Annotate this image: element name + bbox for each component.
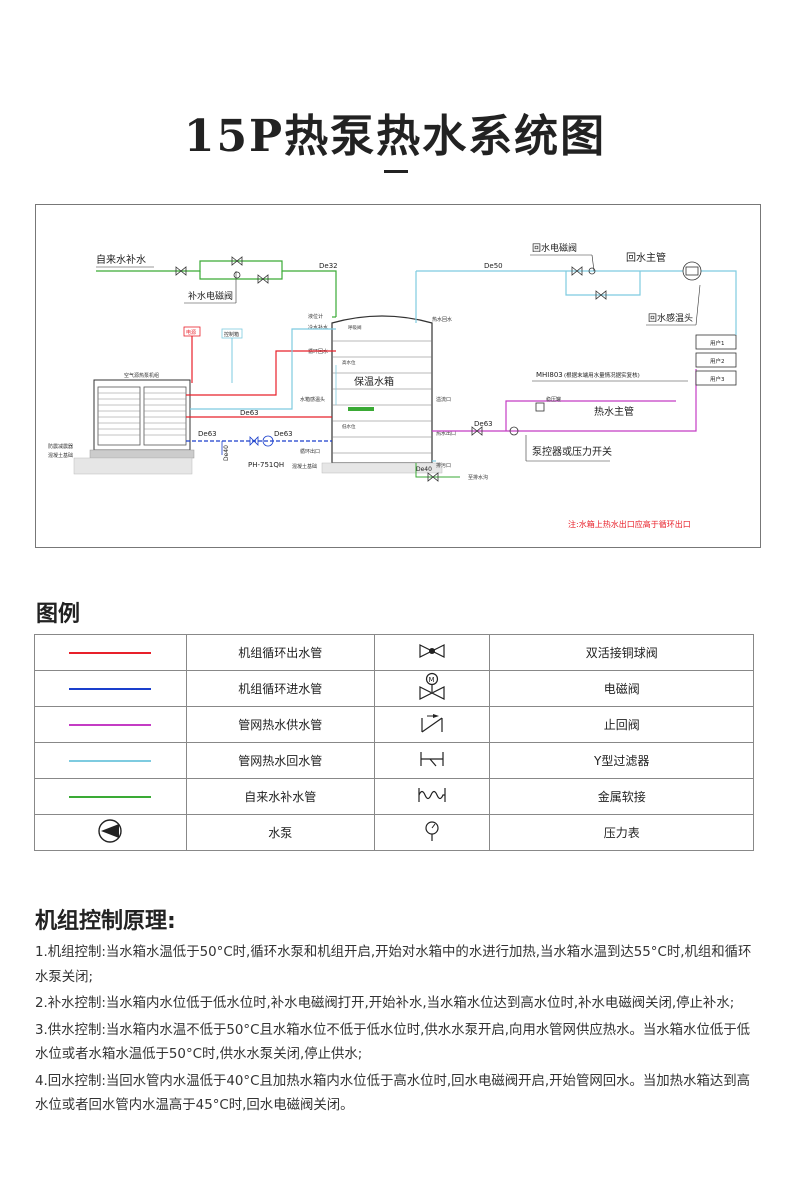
check-valve-icon bbox=[421, 714, 443, 733]
makeup-solenoid-label: 补水电磁阀 bbox=[188, 290, 233, 302]
user-outlets bbox=[695, 334, 737, 386]
anti-vibration-label: 防震减震器 bbox=[48, 443, 73, 450]
svg-text:M: M bbox=[428, 676, 434, 684]
return-main-label: 回水主管 bbox=[626, 251, 666, 264]
legend-row: 管网热水供水管 止回阀 bbox=[34, 706, 754, 743]
pump-controller-label: 泵控器或压力开关 bbox=[532, 445, 612, 458]
storage-tank bbox=[321, 315, 443, 474]
principle-item: 4.回水控制:当回水管内水温低于40°C且加热水箱内水位低于高水位时,回水电磁阀… bbox=[35, 1073, 751, 1114]
hot-outlet-label: 热水出口 bbox=[436, 430, 456, 437]
user2-label: 用户2 bbox=[710, 357, 725, 365]
legend-heading: 图例 bbox=[36, 602, 81, 627]
tank-label: 保温水箱 bbox=[354, 375, 394, 388]
low-level-label: 低水位 bbox=[342, 423, 356, 430]
legend-line-label: 自来水补水管 bbox=[185, 778, 375, 815]
user3-label: 用户3 bbox=[710, 375, 725, 383]
tap-water-label: 自来水补水 bbox=[96, 253, 146, 266]
legend-line-label: 管网热水回水管 bbox=[185, 742, 375, 779]
legend-symbol-label: 电磁阀 bbox=[489, 670, 754, 707]
pump-model-label: PH-751QH bbox=[248, 461, 284, 469]
pump-icon bbox=[98, 819, 123, 843]
relief-label: 呼吸阀 bbox=[348, 324, 362, 331]
return-solenoid-label: 回水电磁阀 bbox=[532, 242, 577, 254]
flexible-joint-icon bbox=[418, 788, 446, 802]
legend-row: 水泵 压力表 bbox=[34, 814, 754, 851]
legend-row: 自来水补水管 金属软接 bbox=[34, 778, 754, 815]
hot-return-label: 热水回水 bbox=[432, 316, 452, 323]
level-gauge-label: 液位计 bbox=[308, 313, 323, 320]
double-ball-valve-icon bbox=[419, 644, 445, 658]
legend-row: 管网热水回水管 Y型过滤器 bbox=[34, 742, 754, 779]
de32-label: De32 bbox=[319, 262, 338, 270]
foundation-b-label: 混凝土基础 bbox=[292, 463, 317, 470]
principle-item: 3.供水控制:当水箱内水温不低于50°C且水箱水位不低于低水位时,供水水泵开启,… bbox=[35, 1022, 751, 1063]
power-label: 电源 bbox=[186, 329, 196, 336]
mhi-model-label: MHI803 bbox=[536, 371, 563, 379]
return-temp-label: 回水感温头 bbox=[648, 312, 693, 324]
principles-list: 1.机组控制:当水箱水温低于50°C时,循环水泵和机组开启,开始对水箱中的水进行… bbox=[35, 941, 760, 1121]
principle-item: 2.补水控制:当水箱内水位低于低水位时,补水电磁阀打开,开始补水,当水箱水位达到… bbox=[35, 996, 735, 1011]
tank-temp-sensor-label: 水箱感温头 bbox=[300, 396, 325, 403]
principles-heading: 机组控制原理: bbox=[35, 909, 176, 934]
high-level-label: 高水位 bbox=[342, 359, 356, 366]
controller-label: 控制箱 bbox=[224, 331, 239, 338]
green-pipe-swatch bbox=[69, 796, 152, 798]
user1-label: 用户1 bbox=[710, 339, 725, 347]
y-filter-icon bbox=[420, 752, 444, 767]
system-diagram: 空气源热泵机组 防震减震器 混凝土基础 电源 控制箱 保温水箱 呼吸阀 高水位 … bbox=[35, 204, 761, 548]
de63-d-label: De63 bbox=[474, 420, 493, 428]
page-title: 15P热泵热水系统图 bbox=[183, 111, 607, 162]
magenta-pipe-swatch bbox=[69, 724, 152, 726]
legend-row: 机组循环出水管 双活接铜球阀 bbox=[34, 634, 754, 671]
legend-line-label: 机组循环进水管 bbox=[185, 670, 375, 707]
de40-b-label: De40 bbox=[416, 466, 432, 473]
de50-label: De50 bbox=[484, 262, 503, 270]
principle-item: 1.机组控制:当水箱水温低于50°C时,循环水泵和机组开启,开始对水箱中的水进行… bbox=[35, 945, 752, 985]
solenoid-valve-icon: M bbox=[419, 672, 445, 700]
legend-line-label: 机组循环出水管 bbox=[185, 634, 375, 671]
de63-a-label: De63 bbox=[240, 409, 259, 417]
legend-symbol-label: Y型过滤器 bbox=[489, 742, 754, 779]
title-underline bbox=[384, 170, 408, 173]
de40-a-label: De40 bbox=[223, 445, 230, 461]
overflow-label: 溢流口 bbox=[436, 396, 451, 403]
cold-makeup-label: 冷水补水 bbox=[308, 324, 328, 331]
heat-pump-unit-label: 空气源热泵机组 bbox=[124, 372, 159, 379]
hot-water-main-label: 热水主管 bbox=[594, 405, 634, 418]
legend-table: 机组循环出水管 双活接铜球阀 机组循环进水管 M 电磁阀 管网热水供水管 bbox=[34, 634, 754, 851]
drain-pipe-label: 至排水沟 bbox=[468, 474, 488, 481]
foundation-a-label: 混凝土基础 bbox=[48, 452, 73, 459]
legend-row: 机组循环进水管 M 电磁阀 bbox=[34, 670, 754, 707]
circ-outlet-label: 循环出口 bbox=[300, 448, 320, 455]
heat-pump-unit bbox=[73, 379, 195, 475]
legend-line-label: 管网热水供水管 bbox=[185, 706, 375, 743]
cyan-pipe-swatch bbox=[69, 760, 152, 762]
legend-symbol-label: 双活接铜球阀 bbox=[489, 634, 754, 671]
legend-symbol-label: 压力表 bbox=[489, 814, 754, 851]
de63-b-label: De63 bbox=[198, 430, 217, 438]
de63-c-label: De63 bbox=[274, 430, 293, 438]
legend-line-label: 水泵 bbox=[185, 814, 375, 851]
legend-symbol-label: 金属软接 bbox=[489, 778, 754, 815]
red-pipe-swatch bbox=[69, 652, 152, 654]
blue-pipe-swatch bbox=[69, 688, 152, 690]
legend-symbol-label: 止回阀 bbox=[489, 706, 754, 743]
diagram-note: 注:水箱上热水出口应高于循环出口 bbox=[568, 519, 691, 529]
pressure-tank-label: 稳压罐 bbox=[546, 396, 561, 403]
pressure-gauge-icon bbox=[425, 821, 439, 841]
drain-label: 排污口 bbox=[436, 462, 451, 469]
mhi-note-label: (根据末端用水量情况据实复核) bbox=[564, 371, 640, 379]
